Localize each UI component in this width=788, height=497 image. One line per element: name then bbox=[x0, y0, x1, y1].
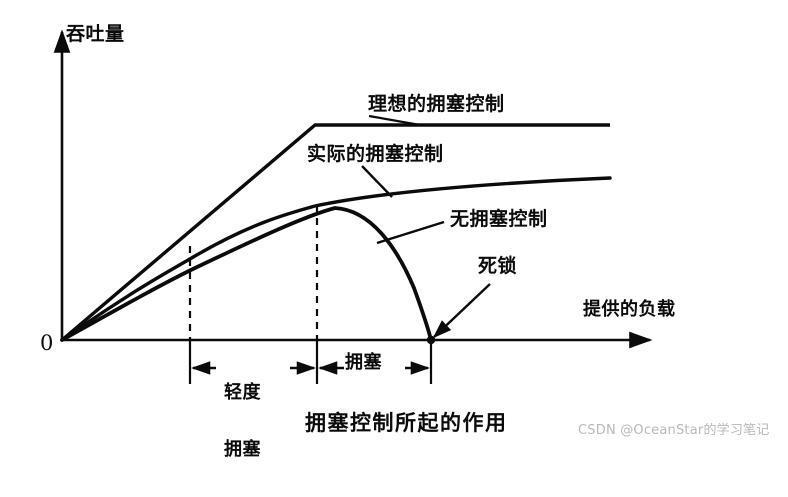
leader-line-ideal bbox=[368, 114, 421, 127]
leader-arrow-deadlock bbox=[432, 283, 491, 339]
x-axis-label: 提供的负载 bbox=[583, 299, 676, 320]
congestion-control-figure: 吞吐量 提供的负载 0 理想的拥塞控制 实际的拥塞控制 无拥塞控制 死锁 轻度 … bbox=[40, 23, 770, 458]
curve-actual-congestion-control bbox=[60, 176, 612, 342]
leader-line-actual bbox=[361, 165, 393, 198]
origin-label: 0 bbox=[40, 331, 54, 355]
diagram-canvas bbox=[53, 29, 653, 384]
region-label-congestion: 拥塞 bbox=[345, 352, 382, 373]
curve-no-congestion-control bbox=[60, 206, 433, 342]
watermark: CSDN @OceanStar的学习笔记 bbox=[578, 423, 770, 438]
region-label-mild-line1: 轻度 bbox=[224, 382, 261, 404]
curve-ideal-congestion-control bbox=[60, 123, 610, 342]
deadlock-point-marker bbox=[426, 335, 436, 345]
annotation-deadlock: 死锁 bbox=[478, 255, 518, 277]
leader-line-no-congestion-control bbox=[376, 220, 445, 245]
annotation-no-congestion-control: 无拥塞控制 bbox=[450, 208, 548, 230]
annotation-ideal-congestion-control: 理想的拥塞控制 bbox=[368, 93, 505, 115]
y-axis-label: 吞吐量 bbox=[66, 23, 125, 45]
figure-caption: 拥塞控制所起的作用 bbox=[305, 411, 508, 435]
region-label-mild-line2: 拥塞 bbox=[224, 438, 261, 460]
annotation-actual-congestion-control: 实际的拥塞控制 bbox=[307, 143, 444, 165]
region-label-mild-congestion: 轻度 拥塞 bbox=[224, 347, 261, 497]
